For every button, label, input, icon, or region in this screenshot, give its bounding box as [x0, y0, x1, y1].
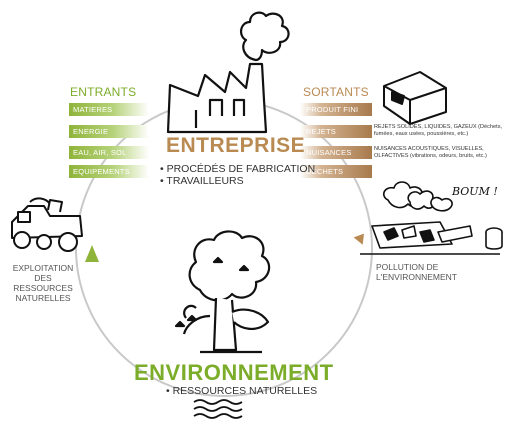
rejets-note: REJETS SOLIDES, LIQUIDES, GAZEUX (Déchet… — [374, 124, 503, 137]
boum-text: BOUM ! — [452, 185, 498, 198]
entreprise-bullet-procedes: • PROCÉDÉS DE FABRICATION — [160, 163, 316, 175]
entrant-item-eau: EAU, AIR, SOL — [69, 146, 149, 159]
sortant-item-produit: PRODUIT FINI — [300, 103, 372, 116]
entrant-item-energie: ENERGIE — [69, 125, 149, 138]
cycle-arrow-up-icon — [85, 245, 99, 262]
factory-icon — [166, 11, 290, 134]
water-waves-icon — [193, 399, 243, 419]
pollution-icon — [360, 181, 503, 255]
entreprise-bullet-travailleurs: • TRAVAILLEURS — [160, 175, 244, 187]
environnement-bullet-ressources: • RESSOURCES NATURELLES — [166, 385, 318, 397]
package-icon — [383, 71, 447, 125]
entrant-item-equipements: EQUIPEMENTS — [69, 165, 149, 178]
entreprise-title: ENTREPRISE — [166, 134, 306, 157]
entrant-item-matieres: MATIERES PREMIERES — [69, 103, 149, 127]
exploitation-label: EXPLOITATION DES RESSOURCES NATURELLES — [12, 263, 74, 303]
sortant-item-rejets: REJETS — [300, 125, 372, 138]
entrants-heading: ENTRANTS — [70, 85, 137, 99]
environnement-title: ENVIRONNEMENT — [134, 360, 334, 385]
nuisances-note: NUISANCES ACOUSTIQUES, VISUELLES, OLFACT… — [374, 146, 487, 159]
cycle-arrow-down-icon — [353, 233, 364, 245]
tree-icon — [174, 230, 271, 354]
sortant-item-dechets: DECHETS — [300, 165, 372, 178]
tractor-icon — [11, 197, 83, 252]
sortant-item-nuisances: NUISANCES — [300, 146, 372, 159]
pollution-label: POLLUTION DE L'ENVIRONNEMENT — [376, 262, 457, 282]
sortants-heading: SORTANTS — [303, 85, 369, 99]
